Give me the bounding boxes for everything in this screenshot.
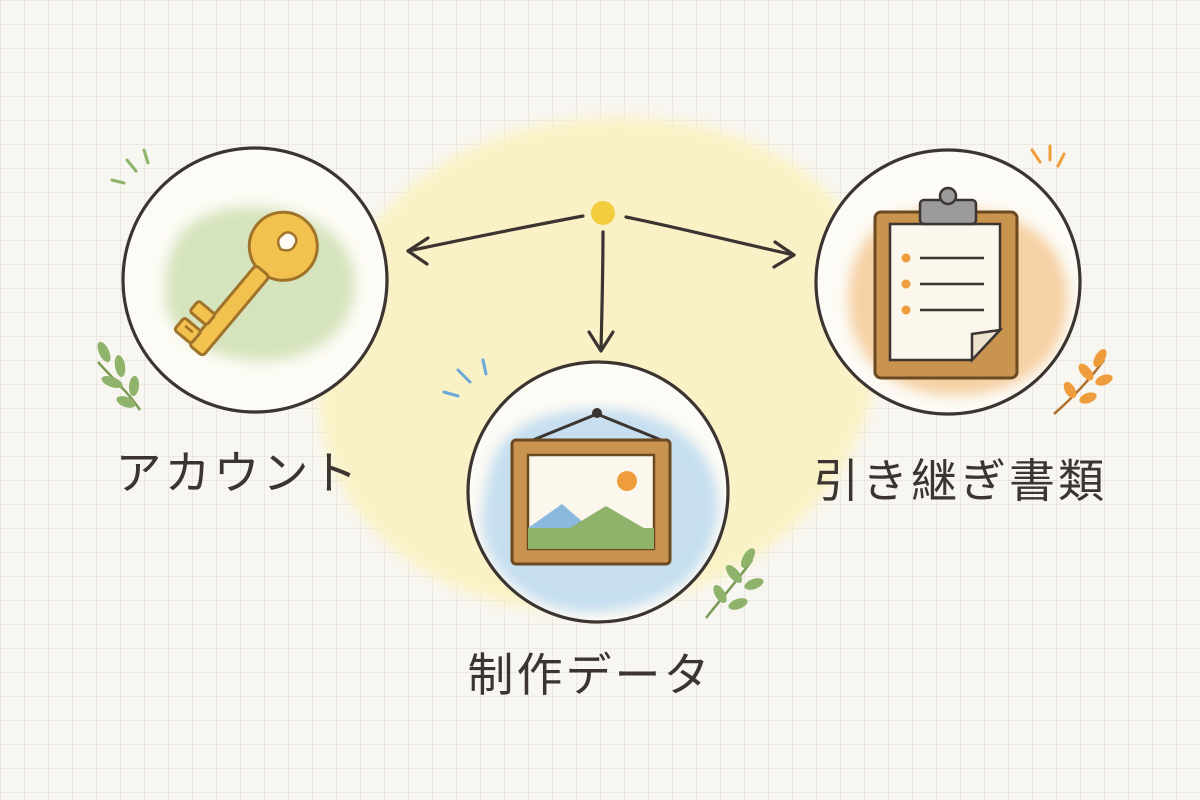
leaf-sprig-left: [97, 341, 142, 411]
label-handover-documents: 引き継ぎ書類: [813, 454, 1107, 508]
connector-arrows: [406, 214, 796, 353]
node-account: [121, 146, 389, 414]
arrow-to-docs: [624, 215, 796, 257]
arrow-to-account-head: [406, 236, 430, 266]
sparkle-lines-right: [1030, 144, 1066, 168]
node-docs: [814, 148, 1082, 416]
key-icon: [173, 210, 319, 357]
arrow-to-account: [406, 214, 585, 253]
node-data: [466, 360, 730, 624]
clipboard-icon: [873, 186, 1019, 380]
arrow-to-data: [599, 230, 605, 352]
arrow-to-data-head: [587, 330, 615, 353]
sparkle-lines-left: [110, 148, 150, 185]
sparkle-lines-middle: [442, 358, 488, 398]
hub-dot: [591, 201, 615, 225]
leaf-sprig-middle: [705, 548, 764, 619]
label-account: アカウント: [115, 446, 361, 500]
framed-picture-icon: [510, 408, 672, 566]
label-production-data: 制作データ: [467, 648, 713, 702]
arrow-to-docs-head: [772, 240, 796, 269]
leaf-sprig-right: [1053, 348, 1113, 415]
